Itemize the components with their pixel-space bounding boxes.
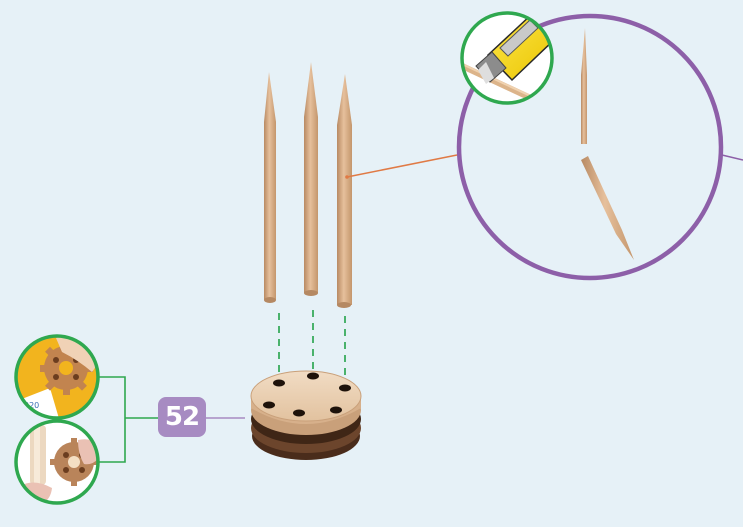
magnifier-exit-line <box>722 155 743 160</box>
dowel-set <box>264 62 352 308</box>
wooden-skewer-icon <box>264 72 276 303</box>
svg-text:00: 00 <box>20 411 30 420</box>
magnifier-leader-line <box>347 155 457 177</box>
gear-pressed-on-dowel-icon <box>14 419 102 507</box>
gear-pressed-on-ruler-icon: 220 00 <box>14 334 102 422</box>
wooden-skewer-icon <box>304 62 318 296</box>
wooden-skewer-icon <box>337 74 352 308</box>
gear-hub-icon <box>251 371 361 460</box>
leader-anchor-dot <box>345 175 349 179</box>
step-number-badge: 52 <box>158 397 206 437</box>
callout-bracket <box>99 377 158 462</box>
